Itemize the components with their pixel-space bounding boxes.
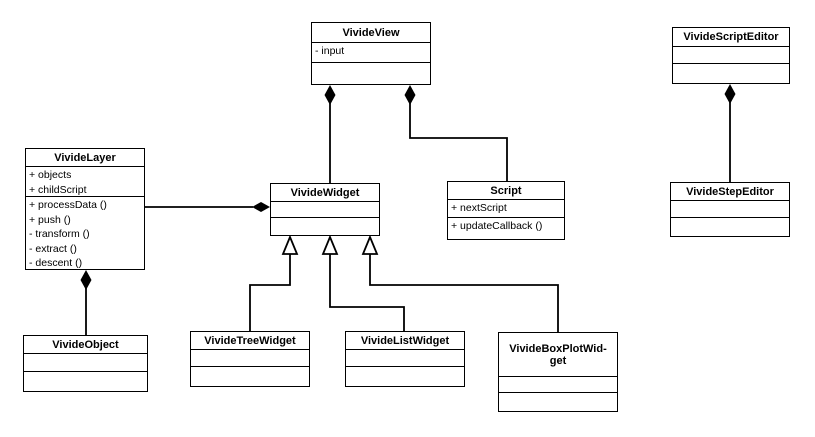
class-methods: + processData () + push () - transform (…: [26, 197, 144, 269]
class-methods: [671, 218, 789, 236]
composition-diamond-icon: [324, 85, 336, 105]
class-vividelistwidget: VivideListWidget: [345, 331, 465, 387]
generalization-vividelistwidget-vividewidget: [321, 234, 405, 333]
composition-vividescripteditor-vividestepeditor: [724, 84, 736, 184]
class-vivideobject: VivideObject: [23, 335, 148, 392]
composition-vividewidget-vividelayer: [145, 202, 270, 212]
generalization-triangle-icon: [281, 234, 299, 255]
composition-diamond-icon: [252, 202, 270, 212]
class-methods: [24, 372, 147, 391]
method: + updateCallback (): [451, 220, 543, 232]
class-title: VivideListWidget: [346, 332, 464, 350]
class-attributes: [673, 47, 789, 64]
class-title: VivideScriptEditor: [673, 28, 789, 47]
class-vivideboxplotwidget: VivideBoxPlotWid- get: [498, 332, 618, 412]
generalization-triangle-icon: [361, 234, 379, 255]
class-title: VivideWidget: [271, 184, 379, 202]
generalization-vividetreewidget-vividewidget: [249, 234, 299, 333]
class-methods: [673, 64, 789, 83]
class-title: VivideLayer: [26, 149, 144, 167]
class-attributes: [24, 354, 147, 372]
class-methods: [191, 367, 309, 386]
composition-vividelayer-vivideobject: [80, 270, 92, 337]
class-attributes: - input: [312, 43, 430, 63]
class-vividelayer: VivideLayer + objects + childScript + pr…: [25, 148, 145, 270]
class-vividetreewidget: VivideTreeWidget: [190, 331, 310, 387]
class-title: VivideStepEditor: [671, 183, 789, 201]
class-attributes: [346, 350, 464, 367]
composition-diamond-icon: [724, 84, 736, 104]
class-script: Script + nextScript + updateCallback (): [447, 181, 565, 240]
class-vivideview: VivideView - input: [311, 22, 431, 85]
method: + push (): [29, 213, 71, 226]
composition-vivideview-vividewidget: [324, 85, 336, 185]
composition-diamond-icon: [404, 85, 416, 105]
class-vividewidget: VivideWidget: [270, 183, 380, 236]
class-methods: [346, 367, 464, 386]
attribute: + childScript: [29, 183, 87, 196]
class-title: Script: [448, 182, 564, 200]
class-title: VivideTreeWidget: [191, 332, 309, 350]
class-methods: [499, 393, 617, 411]
class-attributes: + nextScript: [448, 200, 564, 218]
method: - transform (): [29, 228, 90, 240]
class-attributes: [191, 350, 309, 367]
class-attributes: + objects + childScript: [26, 167, 144, 197]
composition-diamond-icon: [80, 270, 92, 290]
generalization-triangle-icon: [321, 234, 339, 255]
class-methods: [312, 63, 430, 84]
method: + processData (): [29, 199, 107, 211]
class-title: VivideBoxPlotWid- get: [499, 333, 617, 377]
class-methods: + updateCallback (): [448, 218, 564, 239]
composition-vivideview-script: [404, 85, 508, 183]
attribute: + objects: [29, 169, 72, 181]
attribute: - input: [315, 45, 345, 57]
class-title: VivideView: [312, 23, 430, 43]
method: - descent (): [29, 257, 83, 269]
class-attributes: [271, 202, 379, 218]
class-title: VivideObject: [24, 336, 147, 354]
class-methods: [271, 218, 379, 235]
generalization-vivideboxplotwidget-vividewidget: [361, 234, 559, 334]
class-attributes: [499, 377, 617, 393]
method: - extract (): [29, 242, 77, 255]
class-vividestepeditor: VivideStepEditor: [670, 182, 790, 237]
class-vividescripteditor: VivideScriptEditor: [672, 27, 790, 84]
attribute: + nextScript: [451, 202, 507, 214]
class-attributes: [671, 201, 789, 218]
